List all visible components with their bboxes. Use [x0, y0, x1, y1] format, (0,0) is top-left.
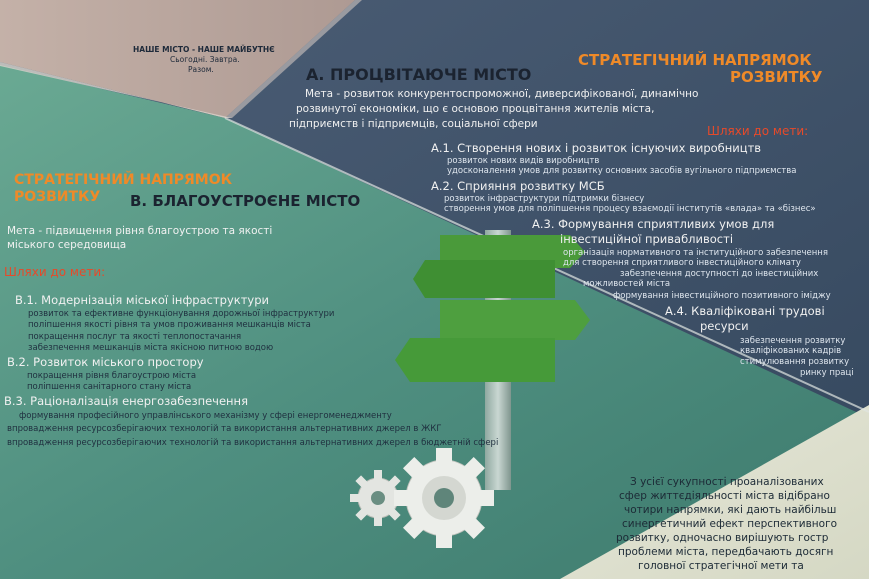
section-a-item3-sub4: можливостей міста — [583, 279, 671, 289]
motto-line-2: Сьогодні. Завтра. — [170, 55, 240, 64]
cream-panel — [560, 405, 869, 579]
section-a-item4-sub2: кваліфікованих кадрів — [740, 346, 842, 356]
section-a-item2-title: А.2. Сприяння розвитку МСБ — [431, 179, 605, 193]
section-a-heading-line1: СТРАТЕГІЧНИЙ НАПРЯМОК — [578, 51, 812, 69]
sign-arrow-3 — [440, 300, 590, 340]
section-b-goal-line1: Мета - підвищення рівня благоустрою та я… — [7, 225, 273, 237]
green-panel — [0, 65, 869, 579]
conclusion-line-7: головної стратегічної мети та — [638, 560, 804, 572]
section-a-paths-label: Шляхи до мети: — [707, 124, 809, 138]
section-a-item3-sub2: для створення сприятливого інвестиційног… — [563, 258, 801, 268]
section-a-item2-sub1: розвиток інфраструктури підтримки бізнес… — [444, 194, 645, 204]
section-b-item3-sub1: формування професійного управлінського м… — [19, 411, 392, 421]
section-b-item1-sub4: забезпечення мешканців міста якісною пит… — [28, 343, 274, 353]
conclusion-line-6: проблеми міста, передбачають досягн — [618, 546, 834, 558]
beige-panel — [0, 0, 355, 118]
motto-line-3: Разом. — [188, 65, 214, 74]
section-b-item3-sub3: впровадження ресурсозберігаючих технолог… — [7, 438, 499, 448]
conclusion-line-5: розвитку, одночасно вирішують гостр — [616, 532, 829, 544]
signpost-illustration — [395, 230, 590, 490]
conclusion-line-4: синергетичний ефект перспективного — [622, 518, 838, 530]
section-a-item3-title-line2: інвестиційної привабливості — [560, 232, 734, 246]
section-a-item1-sub2: удосконалення умов для розвитку основних… — [447, 166, 797, 176]
conclusion-line-1: З усієї сукупності проаналізованих — [630, 476, 824, 488]
section-a-item3-sub1: організація нормативного та інституційно… — [563, 248, 828, 258]
section-b-heading-line1: СТРАТЕГІЧНИЙ НАПРЯМОК — [14, 172, 233, 188]
gears-illustration — [350, 448, 494, 548]
conclusion-line-3: чотири напрямки, які дають найбільш — [624, 504, 837, 516]
section-a-item3-sub3: забезпечення доступності до інвестиційни… — [620, 269, 819, 279]
section-b-item1-sub3: покращення послуг та якості теплопостача… — [28, 332, 242, 342]
section-b-item2-title: В.2. Розвиток міського простору — [7, 355, 204, 369]
small-gear-icon — [350, 470, 406, 526]
section-a-item1-title: А.1. Створення нових і розвиток існуючих… — [431, 141, 762, 155]
section-a-item4-sub1: забезпечення розвитку — [740, 336, 846, 346]
section-a-item3-sub5: формування інвестиційного позитивного ім… — [613, 291, 831, 301]
section-a-item1-sub1: розвиток нових видів виробництв — [447, 156, 600, 166]
section-b-item1-sub1: розвиток та ефективне функціонування дор… — [28, 309, 335, 319]
section-b-item3-title: В.3. Раціоналізація енергозабезпечення — [4, 394, 248, 408]
section-b-heading-line2: РОЗВИТКУ — [14, 189, 101, 205]
section-b-paths-label: Шляхи до мети: — [4, 265, 106, 279]
section-b-title: В. БЛАГОУСТРОЄНЕ МІСТО — [130, 192, 361, 210]
section-a-goal-line3: підприємств і підприємців, соціальної сф… — [289, 118, 538, 130]
section-a-goal-line1: Мета - розвиток конкурентоспроможної, ди… — [305, 88, 699, 100]
sign-arrow-2 — [413, 260, 555, 298]
motto-line-1: НАШЕ МІСТО - НАШЕ МАЙБУТНЄ — [133, 45, 275, 54]
section-a-item3-title-line1: А.3. Формування сприятливих умов для — [532, 217, 775, 231]
section-a-item4-title-line2: ресурси — [700, 319, 749, 333]
section-a-item4-title-line1: А.4. Кваліфіковані трудові — [665, 304, 825, 318]
section-b-item2-sub1: покращення рівня благоустрою міста — [27, 371, 197, 381]
section-a-title: А. ПРОЦВІТАЮЧЕ МІСТО — [306, 65, 532, 84]
sign-arrow-1 — [440, 235, 585, 268]
conclusion-line-2: сфер життєдіяльності міста відібрано — [619, 490, 830, 502]
section-a-item4-sub4: ринку праці — [800, 368, 854, 378]
sign-arrow-4 — [395, 338, 555, 382]
section-b-item2-sub2: поліпшення санітарного стану міста — [27, 382, 192, 392]
section-a-item2-sub2: створення умов для поліпшення процесу вз… — [444, 204, 816, 214]
section-a-goal-line2: розвинутої економіки, що є основою процв… — [296, 103, 655, 115]
section-b-item3-sub2: впровадження ресурсозберігаючих технолог… — [7, 424, 442, 434]
section-a-item4-sub3: стимулювання розвитку — [740, 357, 850, 367]
section-b-item1-sub2: поліпшення якості рівня та умов проживан… — [28, 320, 311, 330]
section-b-goal-line2: міського середовища — [7, 239, 127, 251]
large-gear-icon — [394, 448, 494, 548]
section-b-item1-title: В.1. Модернізація міської інфраструктури — [15, 293, 269, 307]
section-a-heading-line2: РОЗВИТКУ — [730, 68, 823, 86]
